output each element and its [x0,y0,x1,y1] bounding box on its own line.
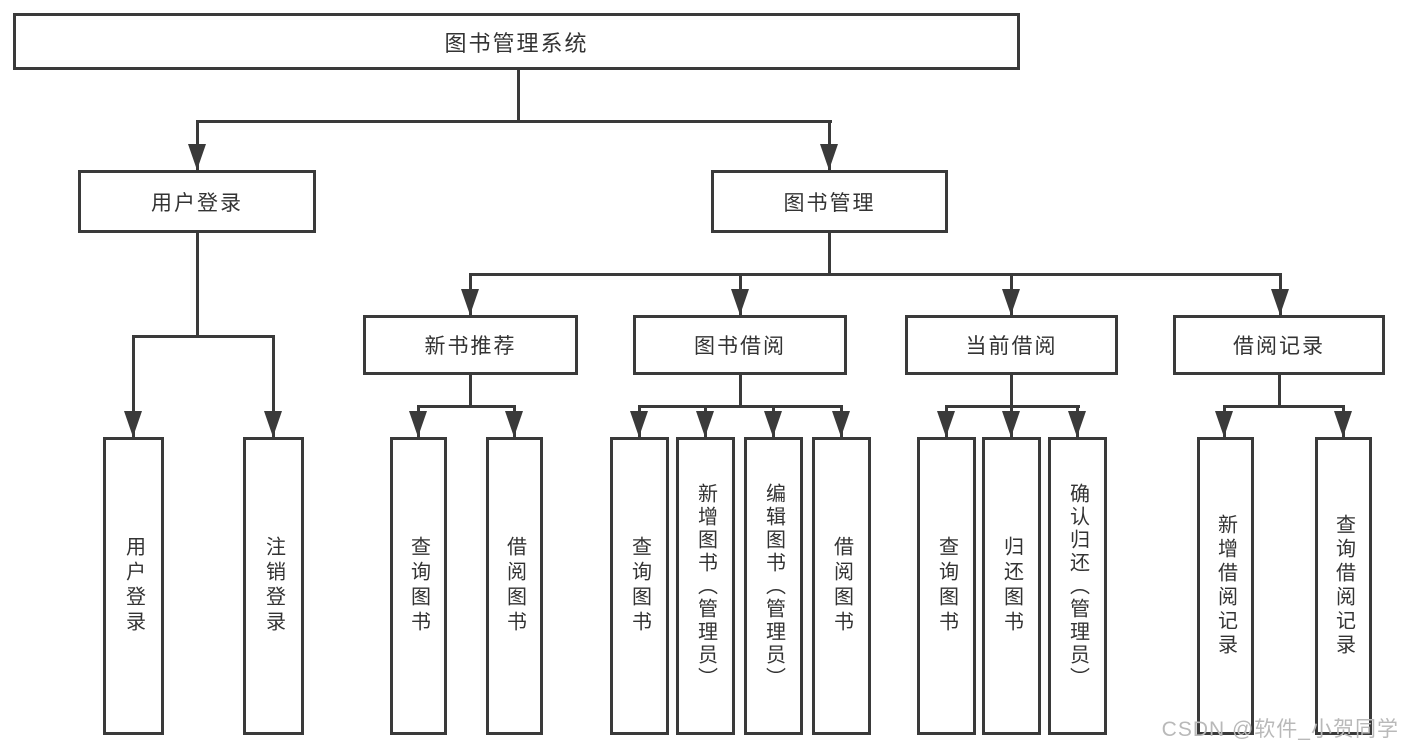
leaf-newbook-borrow-books: 借阅图书 [486,437,543,735]
leaf-records-query-record: 查询借阅记录 [1315,437,1372,735]
node-root: 图书管理系统 [13,13,1020,70]
leaf-current-confirm-return-admin: 确认归还（管理员） [1048,437,1107,735]
connector-line [469,375,472,406]
arrow-down-icon [696,411,714,437]
connector-line [469,273,1282,276]
connector-line [1278,375,1281,406]
leaf-logout: 注销登录 [243,437,304,735]
leaf-newbook-query-books: 查询图书 [390,437,447,735]
leaf-borrow-query-books: 查询图书 [610,437,669,735]
connector-line [196,233,199,335]
leaf-current-return-books: 归还图书 [982,437,1041,735]
arrow-down-icon [505,411,523,437]
arrow-down-icon [188,144,206,170]
node-book-borrow: 图书借阅 [633,315,847,375]
arrow-down-icon [409,411,427,437]
arrow-down-icon [832,411,850,437]
arrow-down-icon [264,411,282,437]
connector-line [1010,375,1013,406]
leaf-current-query-books: 查询图书 [917,437,976,735]
leaf-user-login: 用户登录 [103,437,164,735]
arrow-down-icon [1215,411,1233,437]
connector-line [638,405,843,408]
arrow-down-icon [731,289,749,315]
connector-line [517,70,520,121]
connector-line [132,335,275,338]
node-new-book-recommend: 新书推荐 [363,315,578,375]
arrow-down-icon [1271,289,1289,315]
connector-line [132,335,135,437]
arrow-down-icon [630,411,648,437]
arrow-down-icon [1334,411,1352,437]
arrow-down-icon [764,411,782,437]
arrow-down-icon [820,144,838,170]
arrow-down-icon [937,411,955,437]
arrow-down-icon [461,289,479,315]
connector-line [739,375,742,406]
connector-line [272,335,275,437]
node-book-management: 图书管理 [711,170,948,233]
arrow-down-icon [1002,289,1020,315]
leaf-borrow-edit-books-admin: 编辑图书（管理员） [744,437,803,735]
arrow-down-icon [1002,411,1020,437]
leaf-records-add-record: 新增借阅记录 [1197,437,1254,735]
arrow-down-icon [124,411,142,437]
connector-line [417,405,516,408]
leaf-borrow-add-books-admin: 新增图书（管理员） [676,437,735,735]
arrow-down-icon [1068,411,1086,437]
csdn-watermark: CSDN @软件_小贺同学 [1161,718,1399,741]
leaf-borrow-borrow-books: 借阅图书 [812,437,871,735]
node-current-borrow: 当前借阅 [905,315,1118,375]
node-borrow-records: 借阅记录 [1173,315,1385,375]
connector-line [196,120,832,123]
connector-line [1223,405,1345,408]
connector-line [828,233,831,273]
node-user-login: 用户登录 [78,170,316,233]
